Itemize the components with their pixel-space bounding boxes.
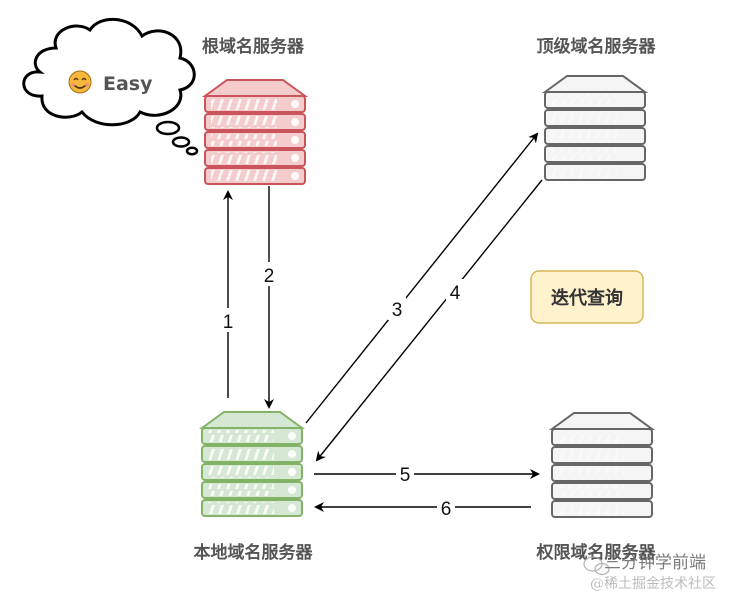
step-label-1: 1	[223, 312, 234, 333]
server-unit-stripes	[208, 502, 274, 514]
watermark-account: 三分钟学前端	[604, 553, 706, 573]
server-unit-stripes	[208, 448, 274, 460]
wechat-icon	[583, 556, 610, 576]
smile-emoji-icon	[68, 70, 92, 94]
server-unit-stripes	[558, 503, 624, 515]
server-led	[288, 486, 296, 494]
watermark-site: @稀土掘金技术社区	[590, 576, 716, 592]
step-label-4: 4	[450, 283, 461, 304]
step-label-2: 2	[264, 266, 275, 287]
watermark: 三分钟学前端 @稀土掘金技术社区	[583, 553, 716, 592]
server-unit-stripes	[211, 170, 277, 182]
server-unit-stripes	[558, 485, 624, 497]
root-server-icon	[201, 79, 309, 185]
server-unit-stripes	[558, 449, 624, 461]
server-led	[288, 504, 296, 512]
server-led	[288, 450, 296, 458]
server-unit-stripes	[211, 134, 277, 146]
auth-server-label: 权限域名服务器	[536, 542, 657, 563]
server-unit-stripes	[551, 130, 617, 142]
server-unit-stripes	[558, 467, 624, 479]
server-unit-stripes	[558, 431, 624, 443]
local-server-label: 本地域名服务器	[194, 542, 314, 563]
local-server-icon	[198, 411, 306, 517]
arrow-step-4	[315, 179, 543, 462]
auth-server-icon	[548, 412, 656, 518]
tld-server-label: 顶级域名服务器	[537, 36, 657, 57]
server-roof	[548, 412, 656, 430]
server-led	[291, 136, 299, 144]
server-led	[288, 468, 296, 476]
server-unit-stripes	[208, 466, 274, 478]
bubble-dot	[171, 136, 191, 148]
bubble-dot	[185, 146, 199, 156]
server-roof	[541, 75, 649, 93]
server-unit-stripes	[551, 148, 617, 160]
server-roof	[201, 79, 309, 97]
arrow-step-3	[305, 132, 539, 424]
note-text: 迭代查询	[551, 287, 623, 309]
cloud-shape	[22, 17, 196, 127]
server-unit-stripes	[551, 166, 617, 178]
server-led	[288, 432, 296, 440]
server-led	[291, 100, 299, 108]
server-unit-stripes	[551, 112, 617, 124]
server-led	[291, 172, 299, 180]
server-led	[291, 154, 299, 162]
server-roof	[198, 411, 306, 429]
tld-server-icon	[541, 75, 649, 181]
root-server-label: 根域名服务器	[202, 36, 305, 57]
server-unit-stripes	[211, 98, 277, 110]
step-label-5: 5	[400, 465, 411, 486]
step-label-6: 6	[441, 499, 452, 520]
server-unit-stripes	[551, 94, 617, 106]
step-label-3: 3	[392, 300, 403, 321]
server-unit-stripes	[211, 116, 277, 128]
bubble-text: Easy	[103, 73, 153, 95]
server-unit-stripes	[208, 484, 274, 496]
server-unit-stripes	[208, 430, 274, 442]
bubble-dot	[155, 120, 181, 136]
thought-bubble: Easy	[22, 17, 199, 156]
server-unit-stripes	[211, 152, 277, 164]
iterative-query-note: 迭代查询	[530, 270, 644, 324]
server-led	[291, 118, 299, 126]
